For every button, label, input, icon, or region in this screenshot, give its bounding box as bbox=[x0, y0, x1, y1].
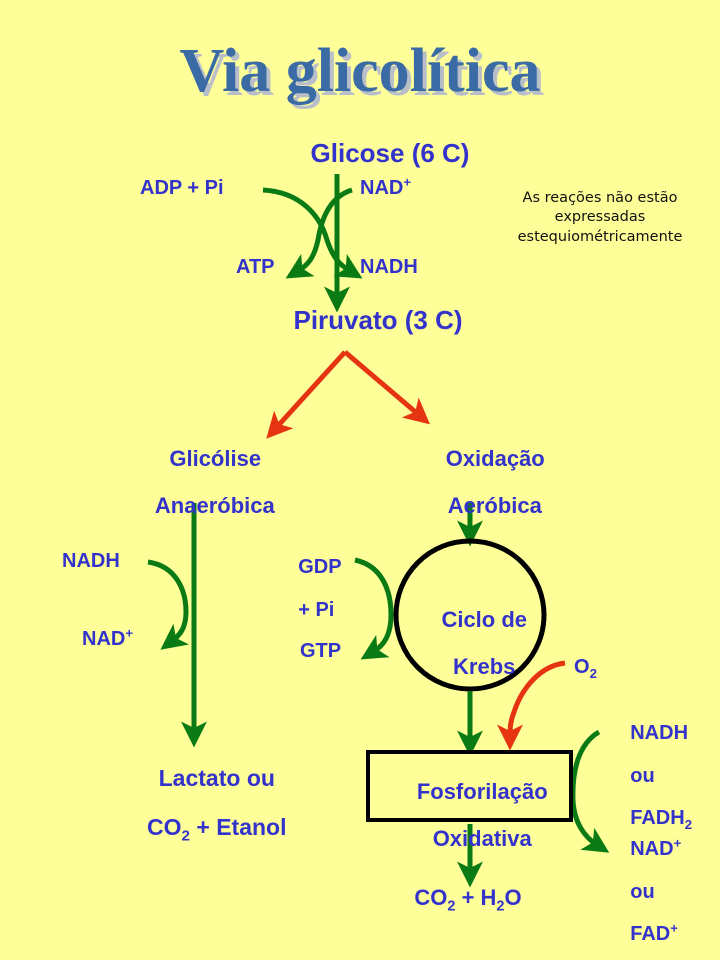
arrow-gdp-to-gtp bbox=[354, 557, 394, 660]
krebs-line-2: Krebs bbox=[453, 653, 516, 679]
cofactor-nad-plus-top: NAD+ bbox=[360, 174, 412, 199]
node-co2-h2o: CO2 + H2O bbox=[414, 885, 522, 915]
arrow-nadplus-to-atp bbox=[285, 187, 353, 279]
gdp-line-2: + Pi bbox=[298, 598, 335, 621]
node-glicolise-anaerobica: Glicólise Anaeróbica bbox=[131, 424, 275, 541]
right-lower-line-2: ou bbox=[630, 880, 655, 903]
page-title: Via glicolítica bbox=[179, 37, 541, 105]
arrow-adp-to-nadh bbox=[262, 187, 363, 279]
oxphos-line-2: Oxidativa bbox=[432, 825, 532, 851]
oxidacao-line-1: Oxidação bbox=[445, 446, 545, 472]
cofactor-gtp: GTP bbox=[300, 640, 342, 662]
right-upper-line-3: FADH2 bbox=[630, 806, 693, 832]
oxphos-line-1: Fosforilação bbox=[416, 779, 548, 805]
arrow-o2-to-oxphos bbox=[497, 660, 566, 751]
cofactor-adp-pi: ADP + Pi bbox=[140, 177, 224, 199]
arrow-piruvato-to-glicolise bbox=[266, 350, 347, 439]
lactato-line-1: Lactato ou bbox=[158, 765, 275, 792]
cofactor-atp: ATP bbox=[236, 256, 275, 278]
cofactor-nadh-left: NADH bbox=[62, 550, 120, 572]
right-upper-line-2: ou bbox=[630, 764, 655, 787]
arrow-nadh-to-nadplus bbox=[147, 559, 190, 650]
krebs-line-1: Ciclo de bbox=[441, 607, 528, 633]
node-fosforilacao-oxidativa: Fosforilação Oxidativa bbox=[392, 757, 548, 874]
cofactor-gdp-pi: GDP + Pi bbox=[276, 536, 342, 642]
cofactor-o2: O2 bbox=[574, 656, 597, 681]
cofactor-nad-plus-left: NAD+ bbox=[82, 625, 134, 650]
glicolise-line-2: Anaeróbica bbox=[154, 492, 275, 518]
node-lactato-ou-co2-etanol: Lactato ou CO2 + Etanol bbox=[121, 742, 286, 864]
lactato-line-2: CO2 + Etanol bbox=[147, 814, 287, 845]
node-ciclo-de-krebs: Ciclo de Krebs bbox=[417, 585, 527, 702]
oxidacao-line-2: Aeróbica bbox=[447, 492, 542, 518]
cofactor-nad-ou-fad: NAD+ ou FAD+ bbox=[608, 818, 681, 960]
cofactor-nadh-top: NADH bbox=[360, 256, 418, 278]
node-piruvato: Piruvato (3 C) bbox=[293, 305, 463, 335]
glicolise-line-1: Glicólise bbox=[169, 446, 262, 472]
arrow-nadh-fadh2-to-nad-fad bbox=[570, 729, 610, 853]
right-upper-line-1: NADH bbox=[630, 722, 689, 745]
krebs-cycle-circle bbox=[393, 538, 547, 692]
right-lower-line-1: NAD+ bbox=[630, 835, 682, 861]
stoichiometry-note: As reações não estão expressadas estequi… bbox=[517, 190, 683, 245]
cofactor-nadh-ou-fadh2: NADH ou FADH2 bbox=[608, 702, 692, 850]
right-lower-line-3: FAD+ bbox=[630, 920, 678, 945]
gdp-line-1: GDP bbox=[298, 556, 342, 579]
node-oxidacao-aerobica: Oxidação Aeróbica bbox=[421, 424, 545, 541]
node-glicose: Glicose (6 C) bbox=[310, 138, 470, 168]
arrow-piruvato-to-oxidacao bbox=[343, 350, 431, 425]
